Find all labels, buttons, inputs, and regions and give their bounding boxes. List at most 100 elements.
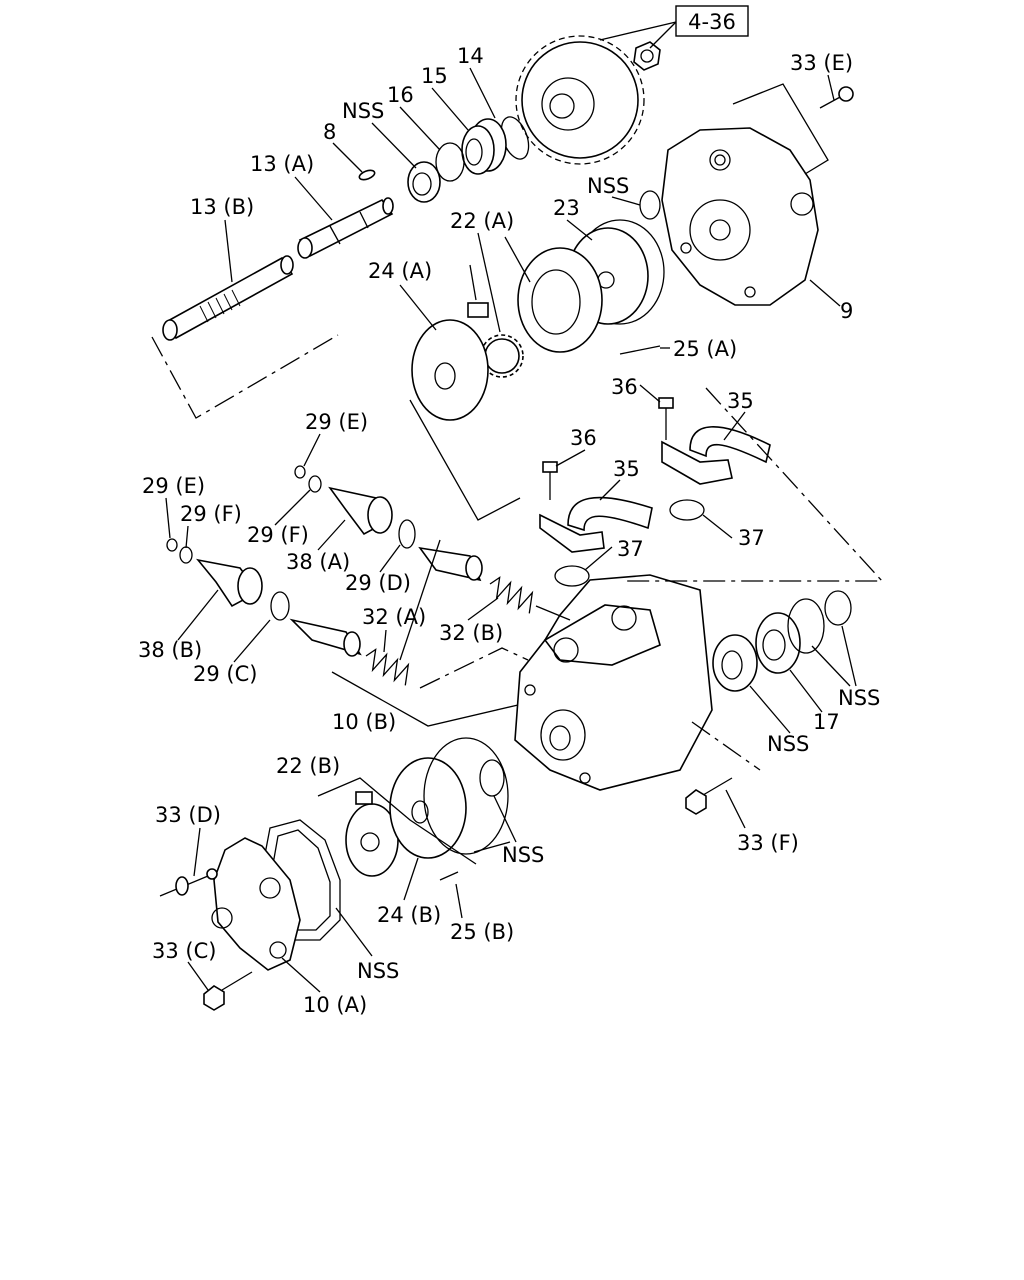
label-10a: 10 (A) [303,993,367,1017]
rotor-22b [345,791,399,877]
label-29f-lower: 29 (F) [180,502,242,526]
fitting-38b [195,558,263,608]
bolt-36-lower [542,461,558,500]
label-37-upper: 37 [738,526,765,550]
o-ring-right-2 [824,590,852,626]
label-32b: 32 (B) [439,621,503,645]
label-33d: 33 (D) [155,803,221,827]
gear-nut [633,41,661,71]
shaft-13b [162,255,294,341]
o-ring-right-1 [787,598,825,654]
label-nss-seal: NSS [342,99,384,123]
label-37-lower: 37 [617,537,644,561]
label-nss-cover: NSS [587,174,629,198]
label-25a: 25 (A) [673,337,737,361]
label-nss-oring: NSS [502,843,544,867]
label-29e-upper: 29 (E) [305,410,368,434]
o-ring-37-lower [554,565,590,587]
label-23: 23 [553,196,580,220]
leader-valve-upper [535,605,571,621]
label-17: 17 [813,710,840,734]
fitting-38a [328,486,393,536]
leader-plate-group [409,399,521,521]
label-32a: 32 (A) [362,605,426,629]
label-33f: 33 (F) [737,831,799,855]
leader-valve-lower [419,647,529,689]
label-33c: 33 (C) [152,939,216,963]
label-33e: 33 (E) [790,51,853,75]
leader-right-group [622,387,884,582]
label-36-upper: 36 [611,375,638,399]
rotor-gear [480,334,524,378]
valve-lower [289,618,362,657]
cover-10a [211,837,301,971]
spring-32b [489,576,534,614]
label-13a: 13 (A) [250,152,314,176]
spring-32a [365,648,410,686]
pipe-35-upper [661,426,771,485]
label-25b: 25 (B) [450,920,514,944]
bearing-15 [461,118,507,175]
bolt-33c [203,971,253,1011]
label-29d: 29 (D) [345,571,411,595]
pump-cover-9 [661,127,819,306]
valve-upper [418,546,483,582]
pin-25b [439,871,459,881]
leader-33e-bracket [732,83,829,175]
label-29f-upper: 29 (F) [247,523,309,547]
label-22a: 22 (A) [450,209,514,233]
plate-24b [389,757,467,859]
label-nss-right-1: NSS [838,686,880,710]
label-22b: 22 (B) [276,754,340,778]
label-29c: 29 (C) [193,662,257,686]
pin-25a [619,345,661,355]
label-16: 16 [387,83,414,107]
o-ring-cover [639,190,661,220]
label-nss-gasket: NSS [357,959,399,983]
label-nss-right-2: NSS [767,732,809,756]
ref-box-label: 4-36 [688,10,736,34]
o-ring-29c [270,591,290,621]
label-38a: 38 (A) [286,550,350,574]
o-ring-large [423,737,509,855]
pump-body [514,574,713,791]
bolt-33e [819,86,854,109]
leader-22b [317,777,477,865]
label-38b: 38 (B) [138,638,202,662]
label-35-lower: 35 [613,457,640,481]
bolt-33f [685,777,733,815]
label-9: 9 [840,299,853,323]
pipe-35-lower [539,496,653,553]
label-14: 14 [457,44,484,68]
leader-10b-2 [399,539,441,661]
label-36-lower: 36 [570,426,597,450]
o-ring-29f-1 [308,475,322,493]
label-13b: 13 (B) [190,195,254,219]
plate-24a [411,319,489,421]
o-ring-29e-1 [294,465,306,479]
leader-10b [331,671,519,727]
label-10b: 10 (B) [332,710,396,734]
o-ring-small [479,759,505,797]
seal-17 [755,612,801,674]
o-ring-29d [398,519,416,549]
label-24a: 24 (A) [368,259,432,283]
ref-box-frame [675,5,749,37]
leader-shaft-group [151,334,339,419]
label-35-upper: 35 [727,389,754,413]
o-ring-29f-2 [179,546,193,564]
label-24b: 24 (B) [377,903,441,927]
woodruff-key-8 [358,169,376,181]
cam-ring-22a [467,247,603,353]
ring-16 [435,142,465,182]
o-ring-29e-2 [166,538,178,552]
label-15: 15 [421,64,448,88]
bolt-33d [159,868,218,897]
ref-box-group: 4-36 [599,5,749,49]
o-ring-37-upper [669,499,705,521]
drive-gear [515,35,645,165]
oil-seal [407,161,441,203]
leader-33f [691,721,761,771]
label-29e-lower: 29 (E) [142,474,205,498]
